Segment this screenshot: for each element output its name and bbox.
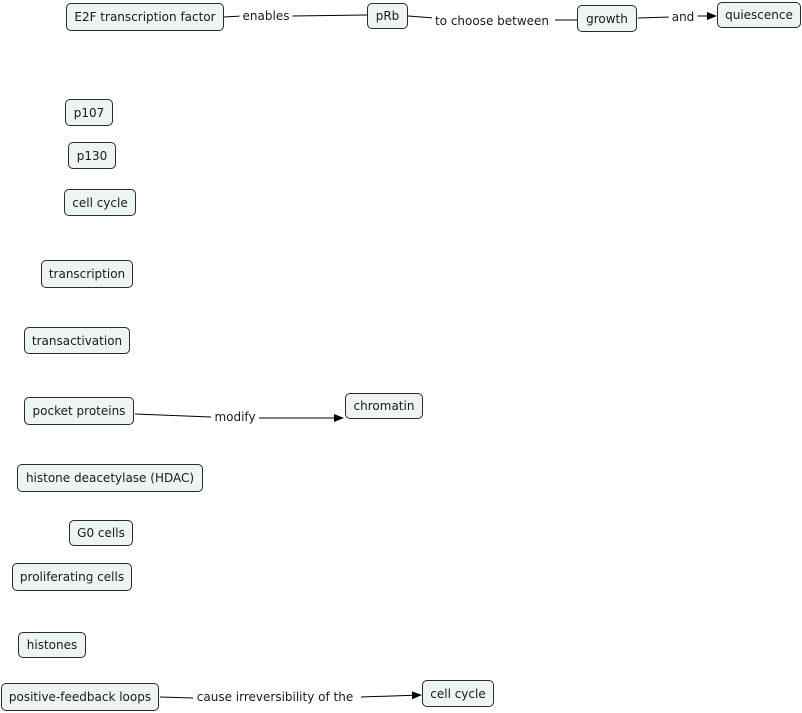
connector-pocket-modify (134, 413, 212, 418)
concept-histones[interactable]: histones (18, 632, 86, 658)
link-and: and (668, 10, 698, 24)
connector-enables-prb (291, 14, 368, 17)
concept-quiescence[interactable]: quiescence (717, 2, 801, 28)
concept-label: pRb (375, 9, 400, 23)
concept-label: transactivation (31, 333, 123, 348)
concept-label: histone deacetylase (HDAC) (25, 471, 195, 485)
connector-prb-choose (407, 15, 435, 19)
connector-cause-cellcycle (360, 691, 422, 700)
concept-positive-feedback-loops[interactable]: positive-feedback loops (1, 683, 159, 711)
concept-label: positive-feedback loops (8, 690, 152, 704)
link-modify: modify (211, 410, 259, 424)
concept-p130[interactable]: p130 (68, 142, 116, 169)
concept-label: G0 cells (77, 526, 125, 540)
concept-e2f[interactable]: E2F transcription factor (66, 3, 224, 31)
concept-label: proliferating cells (19, 570, 125, 584)
connector-e2f-enables (223, 15, 243, 18)
concept-chromatin[interactable]: chromatin (345, 393, 423, 419)
link-cause-irreversibility: cause irreversibility of the (193, 690, 357, 704)
concept-label: pocket proteins (32, 404, 126, 418)
concept-label: p130 (76, 148, 108, 163)
link-enables: enables (239, 9, 293, 23)
concept-label: growth (586, 11, 628, 26)
concept-label: transcription (48, 267, 126, 281)
concept-label: E2F transcription factor (74, 10, 216, 24)
concept-hdac[interactable]: histone deacetylase (HDAC) (17, 464, 203, 492)
concept-cell-cycle[interactable]: cell cycle (64, 189, 136, 216)
concept-label: histones (26, 638, 78, 652)
connector-feedback-cause (159, 696, 194, 699)
concept-pocket-proteins[interactable]: pocket proteins (24, 397, 134, 425)
link-to-choose-between: to choose between (431, 14, 553, 28)
connector-growth-and (637, 16, 671, 19)
concept-g0-cells[interactable]: G0 cells (69, 520, 133, 546)
concept-label: quiescence (725, 8, 793, 22)
concept-p107[interactable]: p107 (65, 99, 113, 126)
concept-prb[interactable]: pRb (367, 3, 408, 29)
concept-growth[interactable]: growth (577, 5, 637, 32)
concept-transactivation[interactable]: transactivation (24, 327, 130, 354)
concept-label: cell cycle (72, 195, 128, 210)
concept-transcription[interactable]: transcription (41, 260, 133, 288)
concept-proliferating-cells[interactable]: proliferating cells (12, 563, 132, 591)
concept-label: p107 (73, 105, 105, 120)
concept-cell-cycle-2[interactable]: cell cycle (422, 680, 494, 707)
concept-label: cell cycle (430, 686, 486, 701)
concept-label: chromatin (353, 399, 415, 413)
